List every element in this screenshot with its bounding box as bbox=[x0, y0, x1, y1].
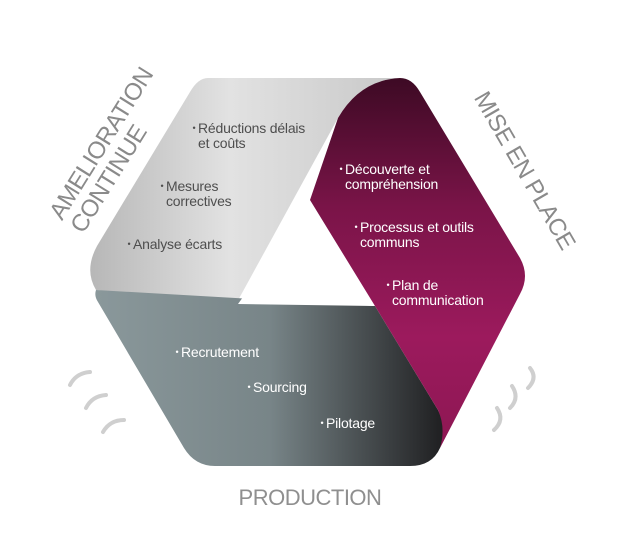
item-text: Découverte et bbox=[345, 161, 430, 177]
production-item-1: •Recrutement bbox=[173, 344, 260, 360]
mise-en-place-band bbox=[310, 78, 525, 448]
production-band bbox=[95, 290, 444, 466]
amelioration-item-2: •Mesures correctives bbox=[158, 178, 232, 209]
bullet-icon: • bbox=[127, 239, 131, 249]
bullet-icon: • bbox=[160, 181, 164, 191]
amelioration-item-1: •Réductions délais et coûts bbox=[190, 120, 306, 151]
center-triangle bbox=[238, 204, 374, 306]
bullet-icon: • bbox=[320, 418, 324, 428]
item-text: Mesures bbox=[166, 178, 219, 194]
item-text: Pilotage bbox=[326, 415, 375, 431]
production-item-2: •Sourcing bbox=[245, 380, 307, 395]
item-text: Analyse écarts bbox=[133, 236, 223, 252]
item-text: communs bbox=[360, 234, 420, 250]
production-item-3: •Pilotage bbox=[318, 415, 376, 431]
item-text: Sourcing bbox=[253, 379, 307, 395]
right-arrow-marks-icon bbox=[492, 366, 536, 432]
item-text: Processus et outils bbox=[360, 219, 474, 235]
item-text: Plan de bbox=[392, 277, 439, 293]
item-text: Recrutement bbox=[181, 344, 259, 360]
item-text: correctives bbox=[166, 193, 232, 209]
bullet-icon: • bbox=[247, 382, 251, 392]
item-text: Réductions délais bbox=[198, 120, 306, 136]
production-title: PRODUCTION bbox=[238, 485, 382, 510]
item-text: communication bbox=[392, 292, 484, 308]
item-text: et coûts bbox=[198, 135, 246, 151]
bullet-icon: • bbox=[192, 123, 196, 133]
item-text: compréhension bbox=[345, 176, 439, 192]
left-arrow-marks-icon bbox=[68, 370, 126, 434]
mise-en-place-item-1: •Découverte et compréhension bbox=[337, 161, 439, 192]
mise-en-place-item-3: •Plan de communication bbox=[384, 278, 484, 308]
bullet-icon: • bbox=[354, 222, 358, 232]
mise-en-place-item-2: •Processus et outils communs bbox=[352, 220, 474, 250]
bullet-icon: • bbox=[386, 280, 390, 290]
bullet-icon: • bbox=[175, 347, 179, 357]
bullet-icon: • bbox=[339, 164, 343, 174]
amelioration-item-3: •Analyse écarts bbox=[125, 236, 223, 252]
amelioration-band bbox=[90, 78, 401, 304]
